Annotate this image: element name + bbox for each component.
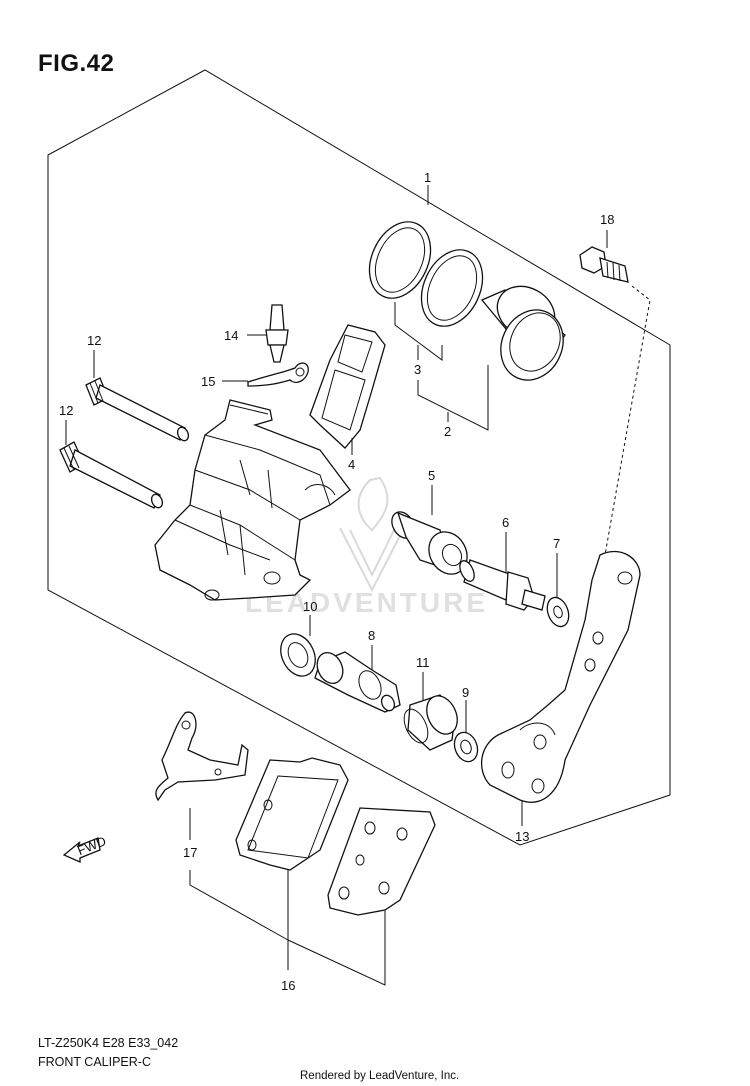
callout-17: 17 xyxy=(183,845,197,860)
dust-seal xyxy=(420,249,484,327)
mounting-bolt xyxy=(579,246,629,283)
pad-shim-spring xyxy=(155,711,249,802)
callout-4: 4 xyxy=(348,457,355,472)
callout-3: 3 xyxy=(414,362,421,377)
callout-12-lower: 12 xyxy=(59,403,73,418)
washer xyxy=(546,596,570,628)
callout-15: 15 xyxy=(201,374,215,389)
caliper-pin-bolt xyxy=(459,559,546,611)
callout-9: 9 xyxy=(462,685,469,700)
slide-pin-lower xyxy=(59,441,164,509)
forward-direction-arrow: FWD xyxy=(62,833,108,863)
caliper-bracket xyxy=(480,550,641,803)
washer-small xyxy=(453,731,479,763)
caliper-body xyxy=(154,399,351,601)
guide-pin xyxy=(314,651,401,713)
brake-pad-inner xyxy=(235,757,349,871)
callout-14: 14 xyxy=(224,328,238,343)
brake-pad-outer xyxy=(327,807,436,916)
figure-title: FIG.42 xyxy=(38,50,115,77)
bleeder-cap xyxy=(247,362,309,387)
callout-2: 2 xyxy=(444,424,451,439)
diagram-title: FRONT CALIPER-C xyxy=(38,1055,151,1069)
callout-6: 6 xyxy=(502,515,509,530)
bleeder-valve xyxy=(265,304,289,363)
callout-12-upper: 12 xyxy=(87,333,101,348)
slide-pin-upper xyxy=(85,377,190,442)
sleeve-boot xyxy=(403,694,458,751)
callout-10: 10 xyxy=(303,599,317,614)
callout-1: 1 xyxy=(424,170,431,185)
callout-8: 8 xyxy=(368,628,375,643)
fwd-label: FWD xyxy=(75,833,108,858)
slide-sleeve xyxy=(391,511,468,575)
model-code: LT-Z250K4 E28 E33_042 xyxy=(38,1036,179,1050)
piston-seal xyxy=(368,221,432,299)
callout-7: 7 xyxy=(553,536,560,551)
render-credit: Rendered by LeadVenture, Inc. xyxy=(300,1070,460,1082)
callout-18: 18 xyxy=(600,212,614,227)
assembly-frame xyxy=(47,69,671,846)
callout-5: 5 xyxy=(428,468,435,483)
dust-boot xyxy=(280,633,316,677)
callout-16: 16 xyxy=(281,978,295,993)
callout-11: 11 xyxy=(416,655,430,670)
caliper-piston xyxy=(480,285,566,381)
callout-13: 13 xyxy=(515,829,529,844)
pad-spring xyxy=(309,324,386,449)
